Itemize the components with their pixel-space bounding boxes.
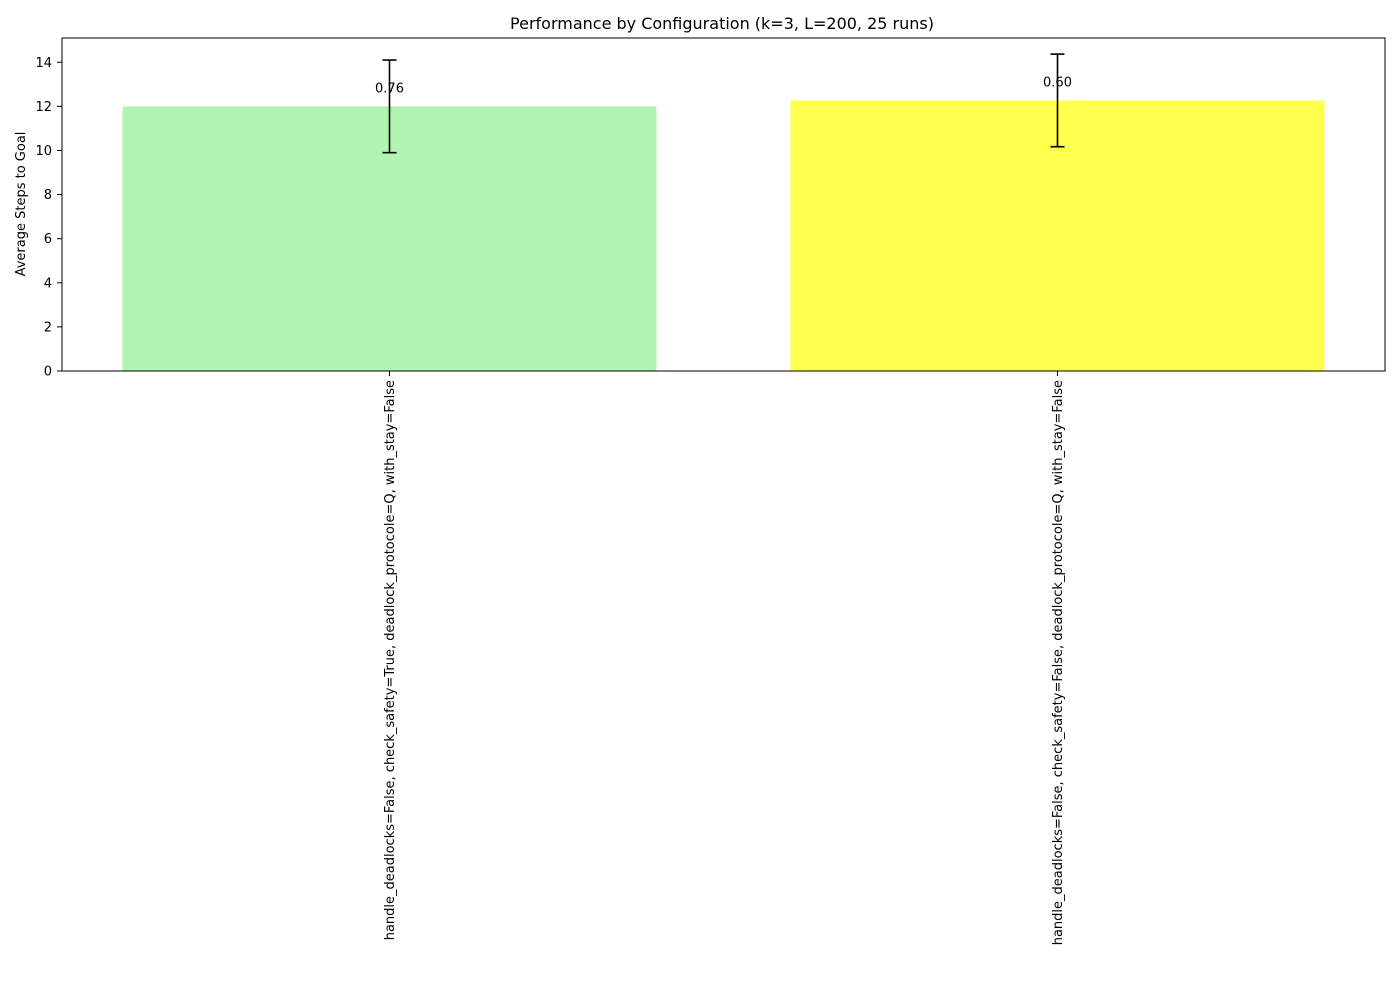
bar-value-label: 0.76 <box>375 81 404 96</box>
y-tick-label: 10 <box>35 144 52 159</box>
chart-title: Performance by Configuration (k=3, L=200… <box>510 14 934 33</box>
bar-value-label: 0.60 <box>1043 75 1072 90</box>
plot-area: 0 2 4 6 8 10 12 14 0.76 handle_deadlocks=False, c… <box>35 53 1325 945</box>
x-tick-label: handle_deadlocks=False, check_safety=Fal… <box>1051 380 1066 945</box>
y-axis-title: Average Steps to Goal <box>14 132 29 277</box>
y-tick-label: 0 <box>44 365 52 380</box>
y-tick-label: 12 <box>35 100 52 115</box>
y-tick-label: 8 <box>44 188 52 203</box>
plot-frame <box>61 37 1386 372</box>
y-tick-label: 2 <box>44 320 52 335</box>
y-tick-label: 6 <box>44 232 52 247</box>
y-tick-label: 14 <box>35 56 52 71</box>
x-tick-label: handle_deadlocks=False, check_safety=Tru… <box>383 380 398 940</box>
y-tick-label: 4 <box>44 276 52 291</box>
